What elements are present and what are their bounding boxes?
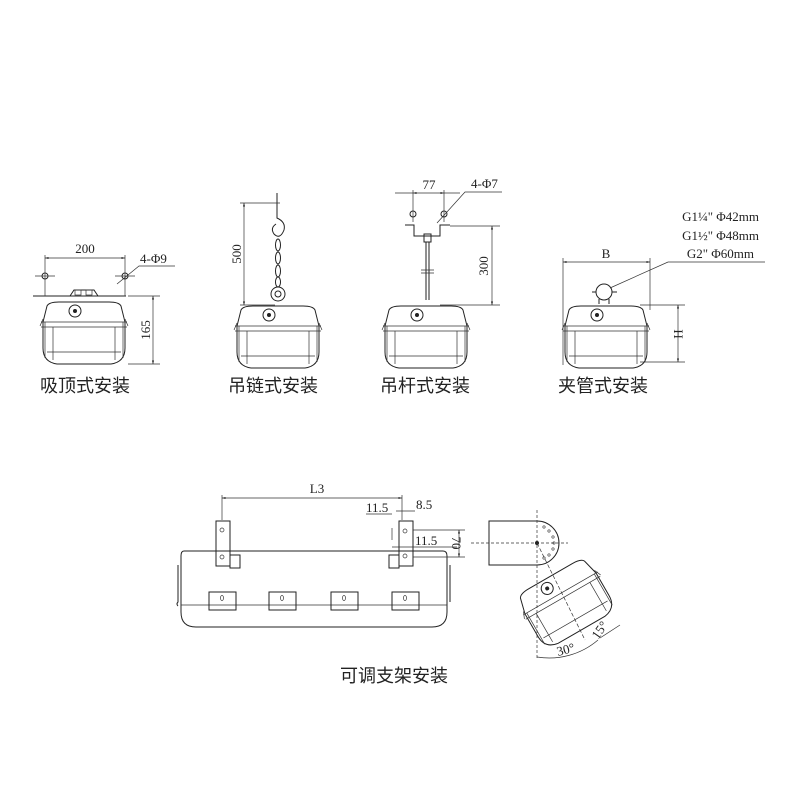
pipe-width-label: B xyxy=(602,246,611,261)
ceiling-height-label: 165 xyxy=(138,320,153,340)
angle-a-label: 30° xyxy=(555,640,576,659)
bracket-length-label: L3 xyxy=(310,481,324,496)
chain-length-label: 500 xyxy=(229,244,244,264)
pipe-clamp-drawing: B H G1¼" Φ42mm G1½" Φ48mm G2" Φ60mm 夹管式安… xyxy=(558,209,765,397)
caption-chain: 吊链式安装 xyxy=(228,376,318,397)
chain-mount-drawing: 500 吊链式安装 xyxy=(228,193,322,397)
bracket-dim-c-label: 11.5 xyxy=(415,533,437,548)
caption-rod: 吊杆式安装 xyxy=(380,376,470,397)
rod-holes-label: 4-Φ7 xyxy=(471,176,498,191)
pipe-size-2: G1½" Φ48mm xyxy=(682,228,759,243)
pipe-size-1: G1¼" Φ42mm xyxy=(682,209,759,224)
angle-b-label: 15° xyxy=(588,618,611,642)
pipe-size-3: G2" Φ60mm xyxy=(687,246,754,261)
ceiling-mount-drawing: 200 4-Φ9 165 吸顶式安装 xyxy=(33,241,175,397)
bracket-dim-a-label: 11.5 xyxy=(366,500,388,515)
caption-ceiling: 吸顶式安装 xyxy=(40,376,130,397)
adjustable-bracket-side-drawing: 30° 15° xyxy=(471,510,621,660)
bracket-dim-b-label: 8.5 xyxy=(416,497,432,512)
bracket-dim-d-label: 70 xyxy=(449,537,464,550)
rod-spacing-label: 77 xyxy=(423,177,437,192)
ceiling-holes-label: 4-Φ9 xyxy=(140,251,167,266)
rod-length-label: 300 xyxy=(476,256,491,276)
rod-mount-drawing: 77 4-Φ7 300 吊杆式安装 xyxy=(380,176,502,397)
caption-pipe-clamp: 夹管式安装 xyxy=(558,376,648,397)
ceiling-spacing-label: 200 xyxy=(75,241,95,256)
caption-adjustable-bracket: 可调支架安装 xyxy=(340,666,448,687)
pipe-height-label: H xyxy=(671,329,686,338)
adjustable-bracket-front-drawing: L3 11.5 8.5 11.5 70 可调支架安装 xyxy=(176,481,465,687)
